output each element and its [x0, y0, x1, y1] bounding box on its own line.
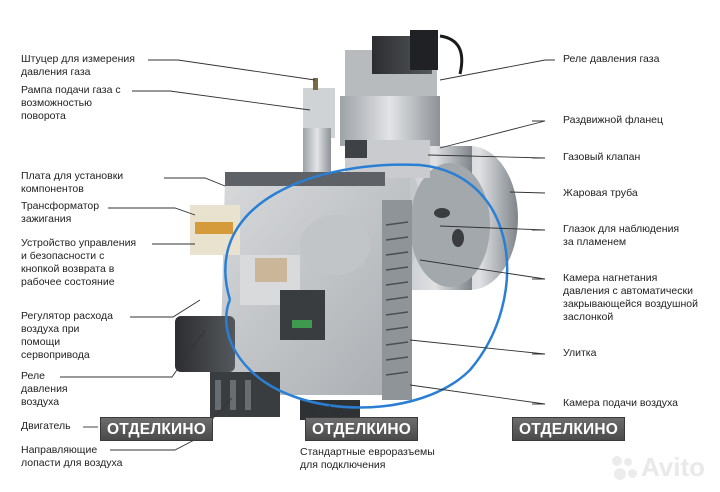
label-euro-connectors: Стандартные евроразъемы для подключения	[300, 446, 435, 472]
label-line: Двигатель	[21, 420, 71, 432]
label-line: кнопкой возврата в	[21, 263, 115, 275]
label-line: закрывающейся воздушной	[563, 298, 698, 310]
label-line: возможностью	[21, 97, 93, 109]
label-line: компонентов	[21, 183, 84, 195]
label-line: Направляющие	[21, 444, 98, 456]
label-line: сервопривода	[21, 349, 90, 361]
label-ignition-transformer: Трансформатор зажигания	[21, 200, 99, 226]
label-component-board: Плата для установки компонентов	[21, 170, 123, 196]
label-gas-valve: Газовый клапан	[563, 151, 640, 164]
label-line: воздуха при	[21, 323, 80, 335]
housing-shape	[220, 172, 412, 400]
blue-hose	[224, 163, 509, 409]
label-line: Реле	[21, 370, 45, 382]
label-gas-pressure-fitting: Штуцер для измерения давления газа	[21, 53, 135, 79]
label-sliding-flange: Раздвижной фланец	[563, 114, 663, 127]
label-gas-ramp: Рампа подачи газа с возможностью поворот…	[21, 84, 121, 123]
label-line: Глазок для наблюдения	[563, 223, 680, 235]
label-line: воздуха	[21, 396, 60, 408]
label-pressure-chamber: Камера нагнетания давления с автоматичес…	[563, 272, 698, 324]
avito-logo-icon	[612, 455, 638, 480]
label-motor: Двигатель	[21, 420, 71, 433]
label-line: Регулятор расхода	[21, 310, 113, 322]
control-box-shape	[190, 205, 325, 340]
label-line: заслонкой	[563, 311, 614, 323]
label-line: Реле давления газа	[563, 53, 660, 65]
label-line: зажигания	[21, 213, 72, 225]
label-line: поворота	[21, 110, 66, 122]
label-line: и безопасности с	[21, 250, 105, 262]
label-line: рабочее состояние	[21, 276, 115, 288]
label-control-safety-device: Устройство управления и безопасности с к…	[21, 237, 136, 289]
label-line: Рампа подачи газа с	[21, 84, 121, 96]
label-line: Трансформатор	[21, 200, 100, 212]
servo-motor-shape	[175, 316, 360, 420]
label-flame-tube: Жаровая труба	[563, 187, 638, 200]
gas-valve-shape	[340, 30, 464, 178]
label-gas-pressure-relay: Реле давления газа	[563, 53, 659, 66]
label-line: Камера подачи воздуха	[563, 397, 679, 409]
seller-watermark-badge: ОТДЕЛКИНО	[100, 417, 214, 441]
label-air-supply-chamber: Камера подачи воздуха	[563, 397, 678, 410]
label-line: Газовый клапан	[563, 151, 641, 163]
label-line: лопасти для воздуха	[21, 457, 123, 469]
label-air-guide-vanes: Направляющие лопасти для воздуха	[21, 444, 122, 470]
label-line: Улитка	[563, 347, 597, 359]
seller-watermark-badge: ОТДЕЛКИНО	[305, 417, 419, 441]
label-line: для подключения	[300, 459, 386, 471]
label-line: давления газа	[21, 66, 91, 78]
label-line: помощи	[21, 336, 61, 348]
avito-wordmark: Avito	[641, 452, 706, 482]
label-volute: Улитка	[563, 347, 596, 360]
label-line: Штуцер для измерения	[21, 53, 135, 65]
label-line: Стандартные евроразъемы	[300, 446, 435, 458]
label-line: Жаровая труба	[563, 187, 638, 199]
label-line: давления	[21, 383, 68, 395]
label-line: Раздвижной фланец	[563, 114, 664, 126]
label-line: Устройство управления	[21, 237, 137, 249]
label-line: за пламенем	[563, 236, 627, 248]
label-line: Плата для установки	[21, 170, 124, 182]
gas-ramp-shape	[303, 78, 335, 186]
seller-watermark-badge: ОТДЕЛКИНО	[512, 417, 626, 441]
label-line: давления с автоматически	[563, 285, 693, 297]
avito-watermark: Avito	[612, 452, 705, 483]
label-air-pressure-relay: Реле давления воздуха	[21, 370, 68, 409]
label-flame-sight-glass: Глазок для наблюдения за пламенем	[563, 223, 679, 249]
label-line: Камера нагнетания	[563, 272, 658, 284]
label-air-flow-regulator: Регулятор расхода воздуха при помощи сер…	[21, 310, 113, 362]
